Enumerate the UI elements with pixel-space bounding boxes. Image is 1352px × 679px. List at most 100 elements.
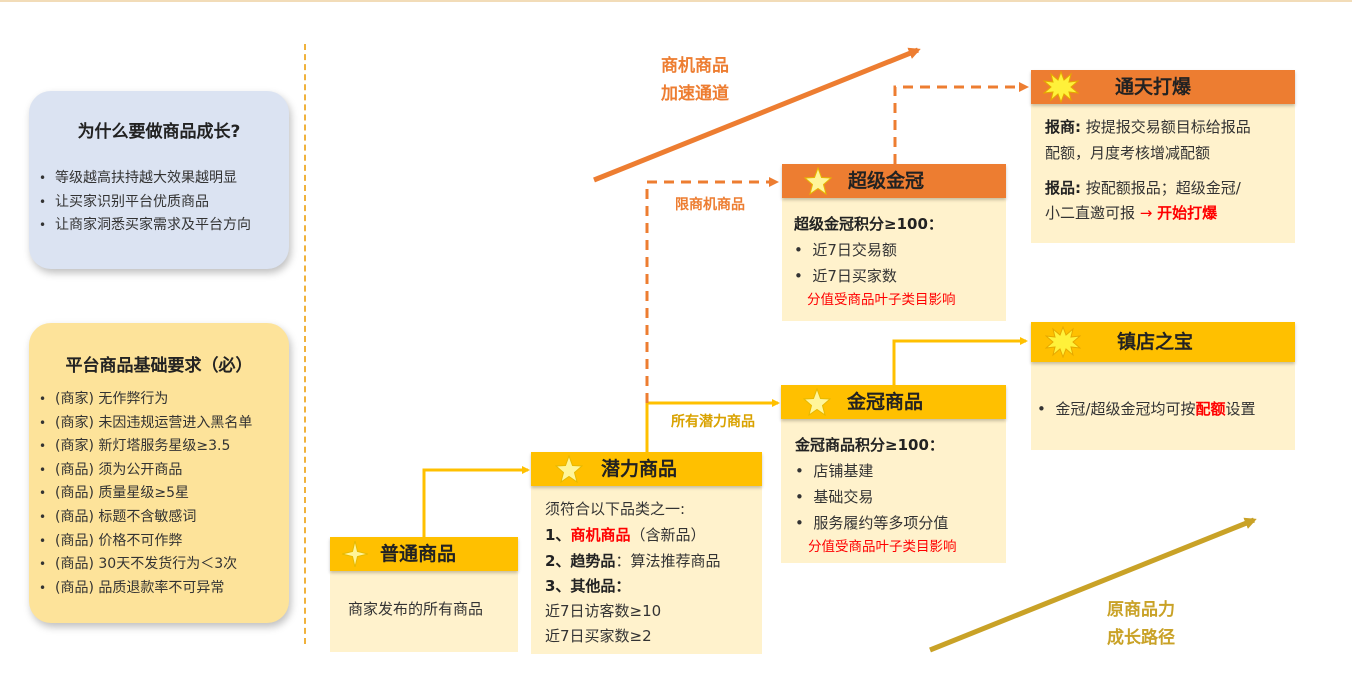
potential-line-1-prefix: 1、 <box>545 526 571 544</box>
normal-product-box: 普通商品 商家发布的所有商品 <box>330 537 518 652</box>
potential-line-1-highlight: 商机商品 <box>570 526 631 544</box>
zhendian-text-b: 设置 <box>1225 400 1256 418</box>
super-crown-item: • 近7日买家数 <box>794 267 897 285</box>
basic-panel-title: 平台商品基础要求（必） <box>65 356 253 376</box>
basic-list: (商家) 无作弊行为 (商家) 未因违规运营进入黑名单 (商家) 新灯塔服务星级… <box>39 388 252 600</box>
basic-item: (商品) 30天不发货行为＜3次 <box>39 553 252 577</box>
basic-item: (商品) 价格不可作弊 <box>39 530 252 554</box>
potential-line-1-suffix: （含新品） <box>630 526 706 544</box>
super-crown-box: 超级金冠 超级金冠积分≥100： • 近7日交易额 • 近7日买家数 分值受商品… <box>782 164 1006 321</box>
original-path-label: 原商品力 成长路径 <box>1086 596 1196 652</box>
potential-line-5: 近7日买家数≥2 <box>545 627 652 645</box>
zhendian-box: 镇店之宝 • 金冠/超级金冠均可按配额设置 <box>1031 322 1295 450</box>
original-path-arrow <box>929 517 1257 653</box>
gold-crown-score: 金冠商品积分≥100： <box>795 436 944 454</box>
basic-item: (商家) 新灯塔服务星级≥3.5 <box>39 435 252 459</box>
zhendian-text-red: 配额 <box>1195 400 1226 418</box>
zhendian-header: 镇店之宝 <box>1031 322 1295 362</box>
biz-channel-label-line-2: 加速通道 <box>661 84 729 104</box>
tongtian-p2-label: 报品: <box>1045 179 1081 197</box>
basic-item: (商品) 质量星级≥5星 <box>39 482 252 506</box>
normal-product-title: 普通商品 <box>380 543 457 565</box>
limited-biz-label: 限商机商品 <box>675 197 745 213</box>
gold-crown-item-text: 服务履约等多项分值 <box>813 514 949 532</box>
potential-product-header: 潜力商品 <box>531 452 762 486</box>
potential-intro: 须符合以下品类之一: <box>545 500 686 518</box>
tongtian-p2-line-1: 报品: 按配额报品；超级金冠/ <box>1045 176 1241 201</box>
tongtian-p1-text-a: 按提报交易额目标给报品 <box>1081 118 1251 136</box>
basic-item: (商品) 须为公开商品 <box>39 459 252 483</box>
basic-item: (商品) 标题不含敏感词 <box>39 506 252 530</box>
gold-crown-item: • 服务履约等多项分值 <box>795 514 949 532</box>
tongtian-p2-line-2: 小二直邀可报 → 开始打爆 <box>1045 201 1217 226</box>
gold-crown-title: 金冠商品 <box>847 391 924 413</box>
super-crown-item-text: 近7日交易额 <box>812 241 897 259</box>
original-path-label-line-2: 成长路径 <box>1107 628 1175 648</box>
super-crown-title: 超级金冠 <box>848 170 925 192</box>
gold-crown-note: 分值受商品叶子类目影响 <box>808 539 957 555</box>
basic-item: (商品) 品质退款率不可异常 <box>39 577 252 601</box>
why-panel-title: 为什么要做商品成长? <box>77 122 241 142</box>
potential-line-3: 3、其他品： <box>545 577 631 595</box>
potential-line-2: 2、趋势品：算法推荐商品 <box>545 549 720 574</box>
biz-channel-label: 商机商品 加速通道 <box>640 52 750 108</box>
tongtian-p1-label: 报商: <box>1045 118 1081 136</box>
potential-line-2-suffix: ：算法推荐商品 <box>615 552 721 570</box>
potential-line-1: 1、商机商品（含新品） <box>545 523 705 548</box>
zhendian-text-a: 金冠/超级金冠均可按 <box>1055 400 1196 418</box>
tongtian-p2-text-b: 小二直邀可报 <box>1045 204 1140 222</box>
connector-normal-potential <box>422 466 530 537</box>
potential-product-box: 潜力商品 须符合以下品类之一: 1、商机商品（含新品） 2、趋势品：算法推荐商品… <box>531 452 762 654</box>
basic-requirements-panel: 平台商品基础要求（必） (商家) 无作弊行为 (商家) 未因违规运营进入黑名单 … <box>29 323 289 623</box>
connector-super-tongtian <box>893 82 1029 164</box>
tongtian-box: 通天打爆 报商: 按提报交易额目标给报品 配额，月度考核增减配额 报品: 按配额… <box>1031 70 1295 243</box>
super-crown-header: 超级金冠 <box>782 164 1006 198</box>
tongtian-p1-line-2: 配额，月度考核增减配额 <box>1045 144 1211 162</box>
potential-line-4: 近7日访客数≥10 <box>545 602 662 620</box>
connector-potential-super <box>645 177 779 403</box>
super-crown-note: 分值受商品叶子类目影响 <box>807 292 956 308</box>
potential-product-title: 潜力商品 <box>601 458 678 480</box>
connector-gold-zhendian <box>892 337 1028 385</box>
super-crown-item: • 近7日交易额 <box>794 241 897 259</box>
star-icon <box>804 167 832 195</box>
potential-line-2-prefix: 2、趋势品 <box>545 552 616 570</box>
super-crown-score: 超级金冠积分≥100： <box>794 215 943 233</box>
tongtian-p2-red: 开始打爆 <box>1157 204 1218 222</box>
original-path-label-line-1: 原商品力 <box>1107 600 1175 620</box>
all-potential-label: 所有潜力商品 <box>671 414 755 430</box>
gold-crown-item: • 基础交易 <box>795 488 874 506</box>
normal-product-desc: 商家发布的所有商品 <box>348 600 484 618</box>
top-rule <box>0 0 1352 2</box>
sparkle-star-icon <box>342 541 368 567</box>
tongtian-title: 通天打爆 <box>1115 76 1192 98</box>
tongtian-p2-text-a: 按配额报品；超级金冠/ <box>1081 179 1241 197</box>
zhendian-text: • 金冠/超级金冠均可按配额设置 <box>1037 400 1256 418</box>
super-crown-item-text: 近7日买家数 <box>812 267 897 285</box>
basic-item: (商家) 无作弊行为 <box>39 388 252 412</box>
gold-crown-item: • 店铺基建 <box>795 462 874 480</box>
star-icon <box>803 388 831 416</box>
normal-product-header: 普通商品 <box>330 537 518 571</box>
why-item: 让买家识别平台优质商品 <box>39 191 251 215</box>
gold-crown-box: 金冠商品 金冠商品积分≥100： • 店铺基建 • 基础交易 • 服务履约等多项… <box>781 385 1006 563</box>
vertical-divider <box>304 44 306 644</box>
burst-icon <box>1045 326 1081 358</box>
basic-item: (商家) 未因违规运营进入黑名单 <box>39 412 252 436</box>
tongtian-p1-line-1: 报商: 按提报交易额目标给报品 <box>1045 115 1251 140</box>
burst-icon <box>1043 71 1079 103</box>
why-list: 等级越高扶持越大效果越明显 让买家识别平台优质商品 让商家洞悉买家需求及平台方向 <box>39 167 251 238</box>
gold-crown-item-text: 店铺基建 <box>813 462 874 480</box>
gold-crown-header: 金冠商品 <box>781 385 1006 419</box>
biz-channel-arrow <box>593 47 921 183</box>
why-panel: 为什么要做商品成长? 等级越高扶持越大效果越明显 让买家识别平台优质商品 让商家… <box>29 91 289 269</box>
zhendian-title: 镇店之宝 <box>1117 331 1194 353</box>
tongtian-header: 通天打爆 <box>1031 70 1295 104</box>
why-item: 让商家洞悉买家需求及平台方向 <box>39 214 251 238</box>
tongtian-arrow: → <box>1139 204 1158 222</box>
biz-channel-label-line-1: 商机商品 <box>661 56 729 76</box>
gold-crown-item-text: 基础交易 <box>813 488 874 506</box>
star-icon <box>555 455 583 483</box>
why-item: 等级越高扶持越大效果越明显 <box>39 167 251 191</box>
